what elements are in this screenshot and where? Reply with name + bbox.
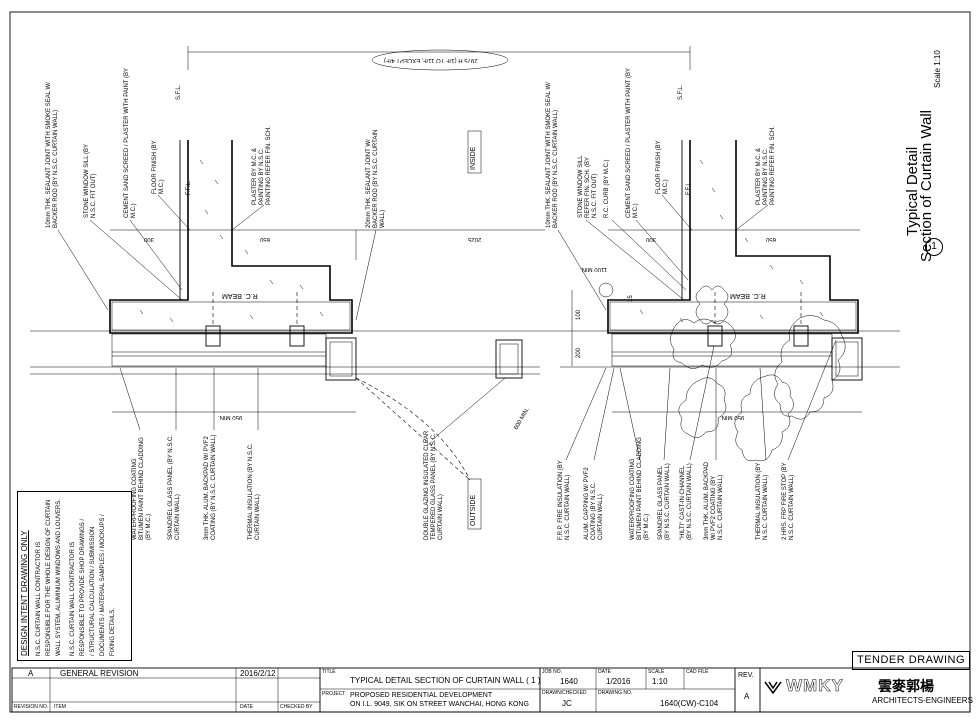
dim-2025: 2025	[468, 236, 482, 242]
hdr-title: TITLE	[322, 669, 336, 675]
beam-label-left: R.C. BEAM	[222, 292, 258, 299]
dim-15: 15	[628, 295, 634, 302]
firm-name: ARCHITECTS-ENGINEERS	[872, 696, 973, 705]
revision-label: A	[28, 669, 34, 678]
note-floor-right: FLOOR FINISH (BY M.C.)	[656, 140, 669, 194]
firm-chinese-name: 雲麥郭楊	[878, 679, 934, 695]
note-spandrel-right: SPANDREL GLASS PANEL (BY N.S.C. CURTAIN …	[658, 463, 671, 540]
dim-100: 100	[576, 309, 582, 320]
note-sealant-left: 10mm THK. SEALANT JOINT WITH SMOKE SEAL …	[46, 82, 59, 228]
note-rc-curb: R.C. CURB (BY M.C.)	[604, 159, 610, 218]
sheet-title: TYPICAL DETAIL SECTION OF CURTAIN WALL (…	[350, 676, 541, 685]
note-backpad-left: 3mm THK. ALUM. BACKPAD W/ PVF2 COATING (…	[204, 434, 217, 540]
design-intent-line: RESPONSIBLE FOR THE WHOLE DESIGN OF CURT…	[46, 499, 52, 656]
dim-200: 200	[576, 347, 582, 358]
outside-label: OUTSIDE	[470, 494, 477, 526]
ffl-left: F.F.L.	[186, 180, 192, 195]
dim-650-right: 650	[766, 236, 777, 242]
sfl-right: S.F.L.	[678, 84, 684, 100]
note-window-sill-left: STONE WINDOW SILL (BY N.S.C. FIT OUT)	[84, 144, 97, 218]
design-intent-line: RESPONSIBLE TO PROVIDE SHOP DRAWINGS /	[80, 518, 86, 656]
note-floor-left: FLOOR FINISH (BY M.C.)	[152, 140, 165, 194]
note-window-sill-right: STONE WINDOW SILL REFER FIN. SCH. (BY N.…	[578, 155, 598, 218]
design-intent-line: FIXING DETAILS.	[110, 608, 116, 656]
hdr-checked-by: CHECKED BY	[280, 704, 313, 710]
note-spandrel-left: SPANDREL GLASS PANEL (BY N.S.C. CURTAIN …	[168, 435, 181, 540]
note-fire-stop: 2 HRS. FRP FIRE STOP (BY N.S.C. CURTAIN …	[782, 462, 795, 540]
design-intent-heading: DESIGN INTENT DRAWING ONLY	[20, 530, 29, 656]
scale: 1:10	[652, 677, 668, 686]
ffl-right: F.F.L.	[686, 180, 692, 195]
hdr-rev: REV.	[738, 672, 754, 679]
note-sealant-20-left: 20mm THK. SEALANT JOINT W/ BACKER ROD (B…	[366, 129, 386, 228]
design-intent-line: N.S.C. CURTAIN WALL CONTRACTOR IS	[36, 541, 42, 656]
date: 1/2016	[606, 677, 631, 686]
inside-label: INSIDE	[470, 146, 477, 170]
detail-number: 1	[925, 238, 943, 256]
note-alum-capping: ALUM. CAPPING W/ PVF2 COATING (BY N.S.C.…	[584, 467, 604, 540]
revision-item: GENERAL REVISION	[60, 669, 139, 678]
design-intent-line: DOCUMENTS / MATERIAL SAMPLES / MOCKUPS /	[100, 514, 106, 656]
firm-logo: WMKY	[786, 676, 844, 696]
design-intent-box: DESIGN INTENT DRAWING ONLY N.S.C. CURTAI…	[17, 491, 132, 661]
note-waterproof-left: WATERPROOFING COATING BITUMEN PAINT BEHI…	[132, 437, 152, 540]
drawn-by: JC	[562, 699, 572, 708]
project-line1: PROPOSED RESIDENTIAL DEVELOPMENT	[350, 692, 493, 699]
note-insulation-left: THERMAL INSULATION (BY N.S.C. CURTAIN WA…	[248, 443, 261, 540]
note-waterproof-right: WATERPROOFING COATING BITUMEN PAINT BEHI…	[630, 437, 650, 540]
hdr-cad-file: CAD FILE	[686, 669, 709, 675]
hdr-item: ITEM	[54, 704, 66, 710]
hdr-scale: SCALE	[648, 669, 665, 675]
design-intent-line: N.S.C. CURTAIN WALL CONTRACTOR IS	[70, 541, 76, 656]
tender-drawing-label: TENDER DRAWING	[852, 651, 970, 670]
dim-1100: 1100 MIN.	[580, 266, 608, 272]
hdr-date: DATE	[240, 704, 253, 710]
drawing-scale: Scale 1:10	[933, 50, 942, 88]
note-cement-left: CEMENT SAND SCREED / PLASTER WITH PAINT …	[124, 68, 137, 218]
beam-label-right: R.C. BEAM	[730, 292, 766, 299]
sfl-left: S.F.L.	[176, 84, 182, 100]
note-plaster-right: PLASTER BY M.C. & PAINTING BY N.S.C. PAI…	[756, 126, 776, 205]
note-frp-insulation: F.R.P. FIRE INSULATION (BY N.S.C. CURTAI…	[558, 460, 571, 540]
design-intent-line: WALL SYSTEM, ALUMINIUM WINDOWS AND LOUVE…	[56, 499, 62, 656]
note-sealant-right: 10mm THK. SEALANT JOINT WITH SMOKE SEAL …	[546, 82, 559, 228]
revision-date: 2016/2/12	[240, 669, 276, 678]
note-hilti-channel: "HILTI" CAST-IN CHANNEL (BY N.S.C. CURTA…	[680, 463, 693, 540]
dim-950-left: 950 MIN.	[218, 414, 243, 420]
hdr-revision-no: REVISION NO.	[14, 704, 49, 710]
design-intent-line: / STRUCTURAL CALCULATION / SUBMISSION	[90, 526, 96, 656]
dim-950-right: 950 MIN.	[720, 414, 745, 420]
firm-emblem-icon	[764, 678, 782, 696]
note-plaster-left: PLASTER BY M.C. & PAINTING BY N.S.C. PAI…	[252, 126, 272, 205]
note-double-glazing: DOUBLE GLAZING INSULATED CLEAR TEMPERED …	[424, 430, 444, 540]
rev: A	[744, 692, 750, 701]
drawing-no: 1640(CW)-C104	[660, 699, 719, 708]
note-insulation-right: THERMAL INSULATION (BY N.S.C. CURTAIN WA…	[756, 462, 769, 540]
hdr-project: PROJECT	[322, 691, 346, 697]
note-cement-right: CEMENT SAND SCREED / PLASTER WITH PAINT …	[626, 68, 639, 218]
dim-300-right: 300	[646, 236, 657, 242]
project-line2: ON I.L. 9049, SIK ON STREET WANCHAI, HON…	[350, 701, 529, 708]
note-backpad-right: 3mm THK. ALUM. BACKPAD W/ PVF2 COATING (…	[704, 461, 724, 540]
job-no: 1640	[560, 677, 578, 686]
top-dimension: 2975 H (1/F TO 11/F, EXCEPT 4/F)	[384, 57, 478, 63]
hdr-job-no: JOB NO.	[542, 669, 563, 675]
hdr-drawn-checked: DRAWN/CHECKED	[542, 690, 587, 696]
hdr-drawing-no: DRAWING NO.	[598, 690, 633, 696]
dim-650-left: 650	[260, 236, 271, 242]
dim-300-left: 300	[144, 236, 155, 242]
hdr-date-2: DATE	[598, 669, 611, 675]
